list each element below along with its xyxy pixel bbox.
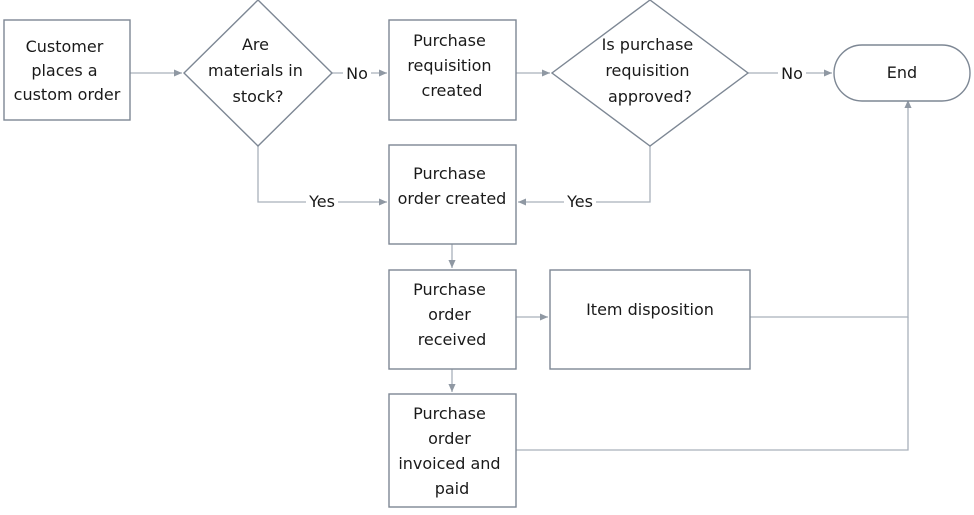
node-end: End: [833, 44, 971, 102]
edge-materials-yes-to-po-created: [257, 146, 387, 206]
edge-approved-yes-to-po-created: [518, 146, 651, 206]
process-box: [388, 269, 517, 370]
edge-invoiced-to-end: [516, 317, 909, 451]
node-invoiced-label: Purchase order invoiced and paid: [398, 404, 505, 498]
process-box: [388, 144, 517, 245]
node-requisition-label: Purchase requisition created: [407, 31, 496, 100]
edges: [130, 69, 912, 451]
node-materials: Are materials in stock?: [183, 0, 333, 147]
edge-labels: No No Yes Yes: [306, 62, 806, 213]
node-approved: Is purchase requisition approved?: [550, 0, 750, 147]
node-disposition-label: Item disposition: [586, 300, 714, 319]
edge-disposition-to-end: [750, 100, 912, 318]
node-invoiced: Purchase order invoiced and paid: [388, 393, 517, 508]
edge-label-no-materials: No: [346, 64, 368, 83]
process-box: [549, 269, 751, 370]
edge-label-yes-approved: Yes: [566, 192, 593, 211]
decision-diamond: [550, 0, 750, 147]
process-box: [388, 393, 517, 508]
node-materials-label: Are materials in stock?: [208, 35, 308, 106]
node-po-received-label: Purchase order received: [413, 280, 491, 349]
node-end-label: End: [887, 63, 917, 82]
node-requisition: Purchase requisition created: [388, 19, 517, 121]
node-po-created: Purchase order created: [388, 144, 517, 245]
decision-diamond: [183, 0, 333, 147]
node-customer-label: Customer places a custom order: [14, 37, 121, 104]
edge-label-yes-materials: Yes: [308, 192, 335, 211]
node-disposition: Item disposition: [549, 269, 751, 370]
terminator-pill: [833, 44, 971, 102]
node-po-received: Purchase order received: [388, 269, 517, 370]
node-approved-label: Is purchase requisition approved?: [602, 35, 699, 106]
process-box: [388, 19, 517, 121]
node-customer: Customer places a custom order: [3, 19, 131, 121]
node-po-created-label: Purchase order created: [398, 164, 507, 208]
process-box: [3, 19, 131, 121]
edge-label-no-approved: No: [781, 64, 803, 83]
